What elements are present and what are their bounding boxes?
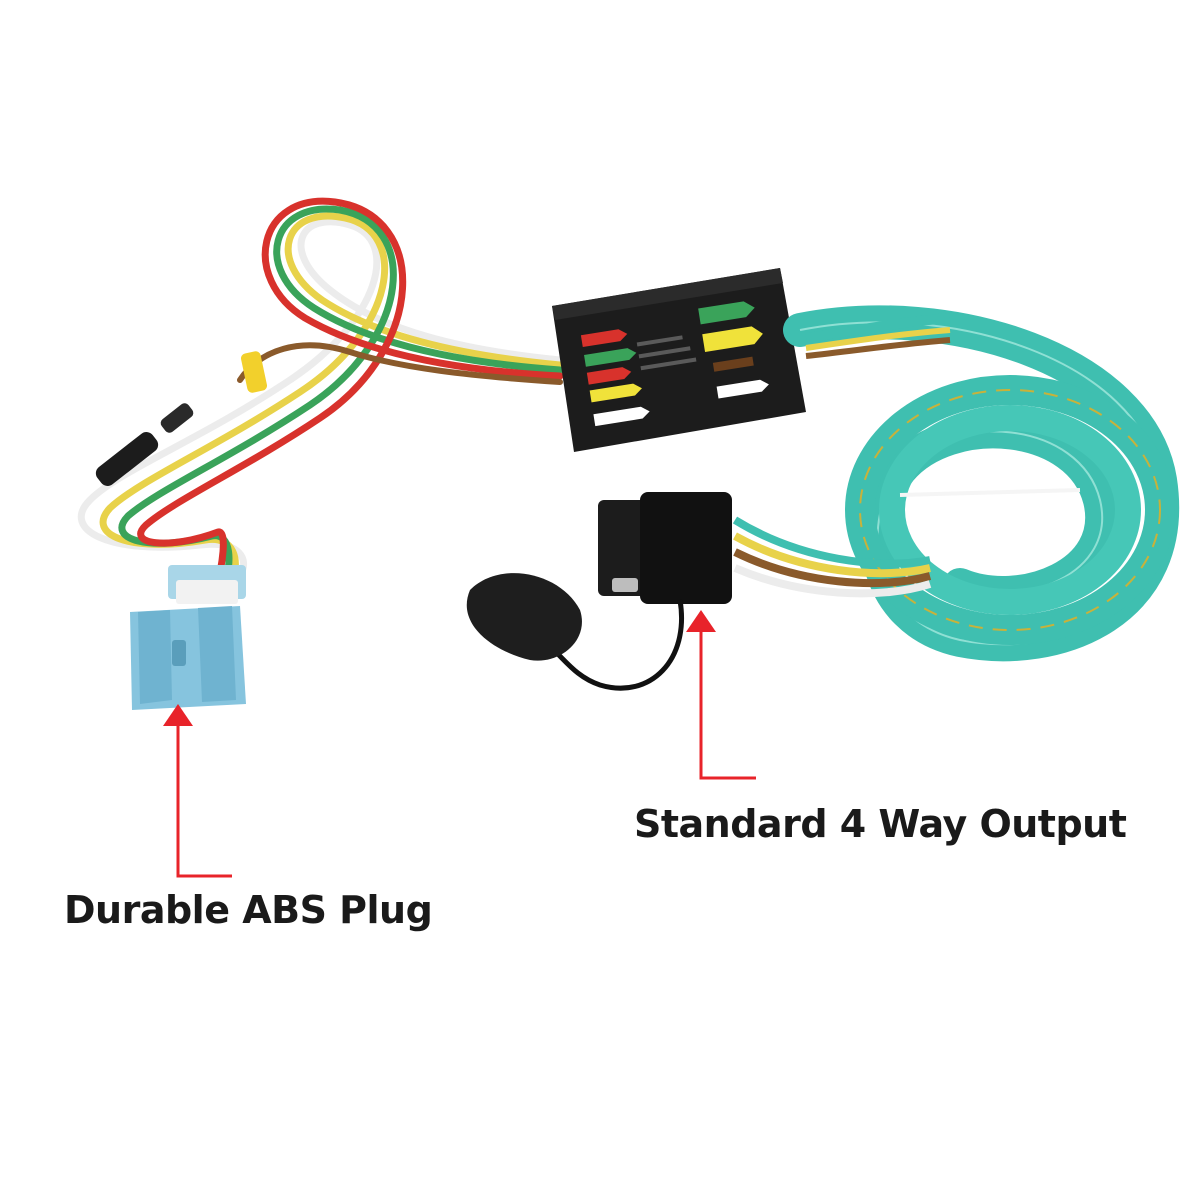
plug-pointer [163,704,232,878]
output-pointer [686,610,756,780]
arrow-up-icon [686,610,716,632]
wire-loop [77,197,564,592]
cable-tie [240,351,268,393]
flat-wire-coil [732,305,1179,662]
inline-splice [95,403,194,486]
abs-plug [130,565,246,710]
four-way-connector [466,492,732,691]
plug-label: Durable ABS Plug [64,888,433,932]
output-label: Standard 4 Way Output [634,802,1127,846]
converter-module [552,268,806,452]
arrow-up-icon [163,704,193,726]
